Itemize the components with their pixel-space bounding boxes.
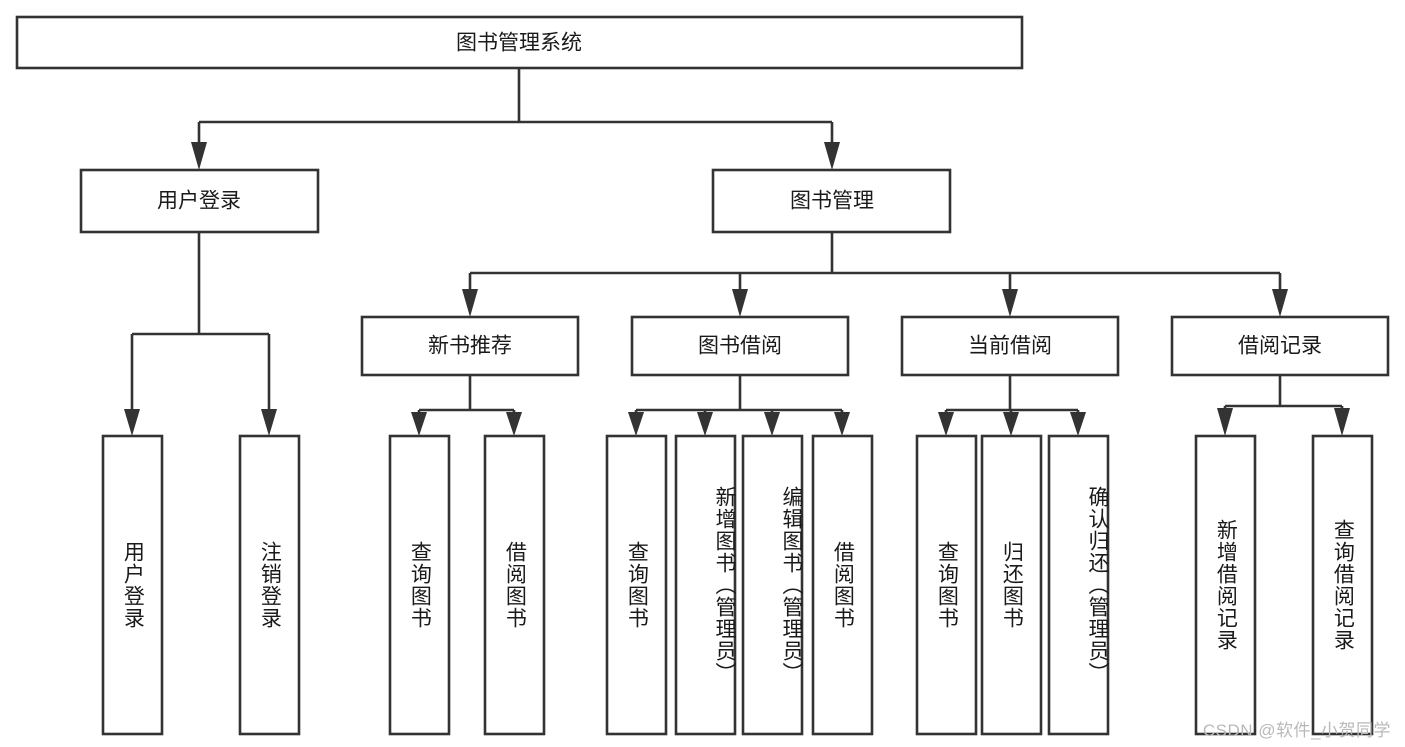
arrowhead-currentborrow-leaf-3 bbox=[1070, 412, 1086, 436]
node-box-leaf-newbook-query[interactable] bbox=[388, 434, 451, 736]
node-box-leaf-currentborrow-return[interactable] bbox=[980, 434, 1043, 736]
node-label-root: 图书管理系统 bbox=[456, 32, 582, 55]
node-box-leaf-logout[interactable] bbox=[238, 434, 301, 736]
node-box-leaf-record-query[interactable] bbox=[1311, 434, 1374, 736]
node-box-leaf-bookborrow-query[interactable] bbox=[605, 434, 668, 736]
arrowhead-new-book bbox=[462, 289, 478, 317]
arrowhead-bookborrow-leaf-3 bbox=[764, 412, 780, 436]
node-box-current-borrow[interactable] bbox=[900, 315, 1120, 377]
node-box-book-borrow[interactable] bbox=[630, 315, 850, 377]
node-box-leaf-user-login[interactable] bbox=[101, 434, 164, 736]
node-label-book-borrow: 图书借阅 bbox=[698, 335, 782, 358]
node-box-borrow-record[interactable] bbox=[1170, 315, 1390, 377]
node-label-new-book-recommend: 新书推荐 bbox=[428, 335, 512, 358]
node-label-borrow-record: 借阅记录 bbox=[1238, 335, 1322, 358]
arrowhead-book-borrow bbox=[732, 289, 748, 317]
node-box-root[interactable] bbox=[15, 15, 1024, 70]
node-box-user-login[interactable] bbox=[79, 168, 320, 234]
node-box-leaf-newbook-borrow[interactable] bbox=[483, 434, 546, 736]
arrowhead-currentborrow-leaf-1 bbox=[938, 412, 954, 436]
arrowhead-user-login bbox=[191, 142, 207, 170]
node-box-leaf-currentborrow-query[interactable] bbox=[915, 434, 978, 736]
arrowhead-book-mgmt bbox=[824, 142, 840, 170]
watermark-text: CSDN @软件_小贺同学 bbox=[1202, 721, 1391, 740]
arrowhead-leaf-user-login bbox=[124, 409, 140, 436]
arrowhead-bookborrow-leaf-4 bbox=[834, 412, 850, 436]
arrowhead-currentborrow-leaf-2 bbox=[1003, 412, 1019, 436]
arrowhead-current-borrow bbox=[1002, 289, 1018, 317]
node-label-current-borrow: 当前借阅 bbox=[968, 335, 1052, 358]
node-label-user-login: 用户登录 bbox=[157, 190, 241, 213]
arrowhead-leaf-logout bbox=[261, 409, 277, 436]
arrowhead-newbook-leaf-1 bbox=[411, 412, 427, 436]
arrowhead-borrowrecord-leaf-2 bbox=[1334, 408, 1350, 436]
node-box-leaf-bookborrow-add[interactable] bbox=[674, 434, 737, 736]
connector-group bbox=[124, 68, 1350, 436]
node-box-book-management[interactable] bbox=[711, 168, 952, 234]
arrowhead-borrow-record bbox=[1272, 289, 1288, 317]
node-box-leaf-bookborrow-borrow[interactable] bbox=[811, 434, 874, 736]
node-box-leaf-record-add[interactable] bbox=[1194, 434, 1257, 736]
arrowhead-bookborrow-leaf-2 bbox=[697, 412, 713, 436]
node-box-leaf-currentborrow-confirm[interactable] bbox=[1047, 434, 1110, 736]
node-label-book-management: 图书管理 bbox=[790, 190, 874, 213]
arrowhead-bookborrow-leaf-1 bbox=[628, 412, 644, 436]
arrowhead-borrowrecord-leaf-1 bbox=[1217, 408, 1233, 436]
node-box-new-book-recommend[interactable] bbox=[360, 315, 580, 377]
arrowhead-newbook-leaf-2 bbox=[506, 412, 522, 436]
node-box-leaf-bookborrow-edit[interactable] bbox=[741, 434, 804, 736]
